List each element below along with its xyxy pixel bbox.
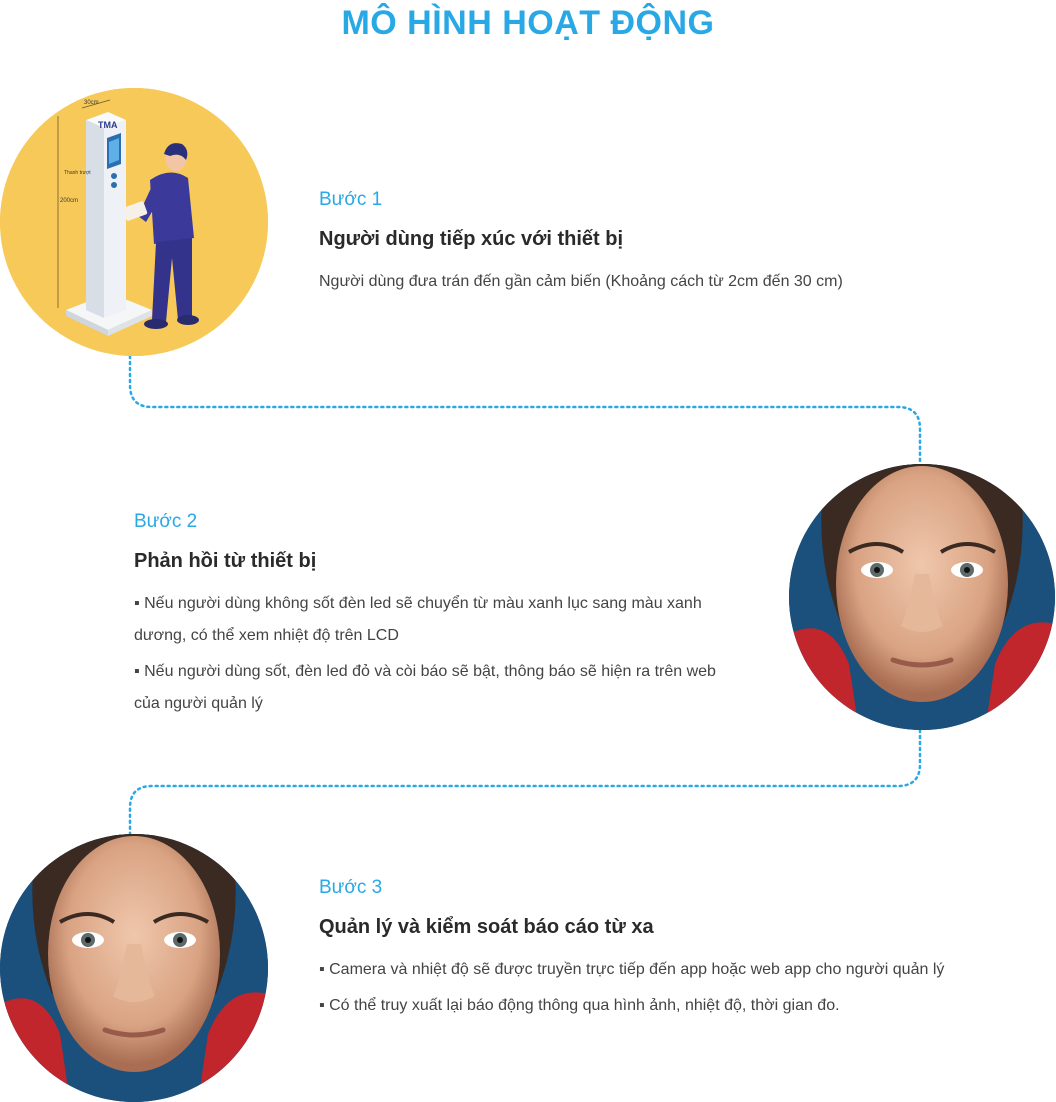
page-title: MÔ HÌNH HOẠT ĐỘNG [341, 4, 715, 42]
svg-text:Thanh trượt: Thanh trượt [64, 170, 91, 176]
thermal-kiosk-icon: TMA 30cm 200cm Thanh trượt [0, 88, 268, 356]
step-title: Phản hồi từ thiết bị [134, 550, 317, 572]
step-label: Bước 2 [134, 511, 198, 532]
step-bullet: Nếu người dùng không sốt đèn led sẽ chuy… [134, 588, 744, 652]
step-description: Camera và nhiệt độ sẽ được truyền trực t… [319, 954, 999, 1022]
step-description: Người dùng đưa trán đến gần cảm biến (Kh… [319, 266, 979, 298]
step-title: Quản lý và kiểm soát báo cáo từ xa [319, 916, 654, 938]
face-image-icon [0, 834, 268, 1102]
step-3: Bước 3 Quản lý và kiểm soát báo cáo từ x… [319, 876, 999, 1026]
device-illustration: TMA 30cm 200cm Thanh trượt [0, 88, 268, 356]
step-2: Bước 2 Phản hồi từ thiết bị Nếu người dù… [134, 510, 744, 724]
step-bullet: Có thể truy xuất lại báo động thông qua … [319, 990, 999, 1022]
face-image-icon [789, 464, 1055, 730]
device-brand-label: TMA [98, 120, 118, 130]
step-description: Nếu người dùng không sốt đèn led sẽ chuy… [134, 588, 744, 720]
step-bullet: Nếu người dùng sốt, đèn led đỏ và còi bá… [134, 656, 744, 720]
svg-text:30cm: 30cm [84, 100, 99, 106]
step-bullet: Camera và nhiệt độ sẽ được truyền trực t… [319, 954, 999, 986]
step-label: Bước 1 [319, 189, 383, 210]
step-line: Người dùng đưa trán đến gần cảm biến (Kh… [319, 273, 843, 290]
face-photo [789, 464, 1055, 730]
svg-text:200cm: 200cm [60, 198, 78, 204]
face-photo [0, 834, 268, 1102]
step-title: Người dùng tiếp xúc với thiết bị [319, 228, 624, 250]
step-1: Bước 1 Người dùng tiếp xúc với thiết bị … [319, 188, 979, 302]
step-label: Bước 3 [319, 877, 383, 898]
